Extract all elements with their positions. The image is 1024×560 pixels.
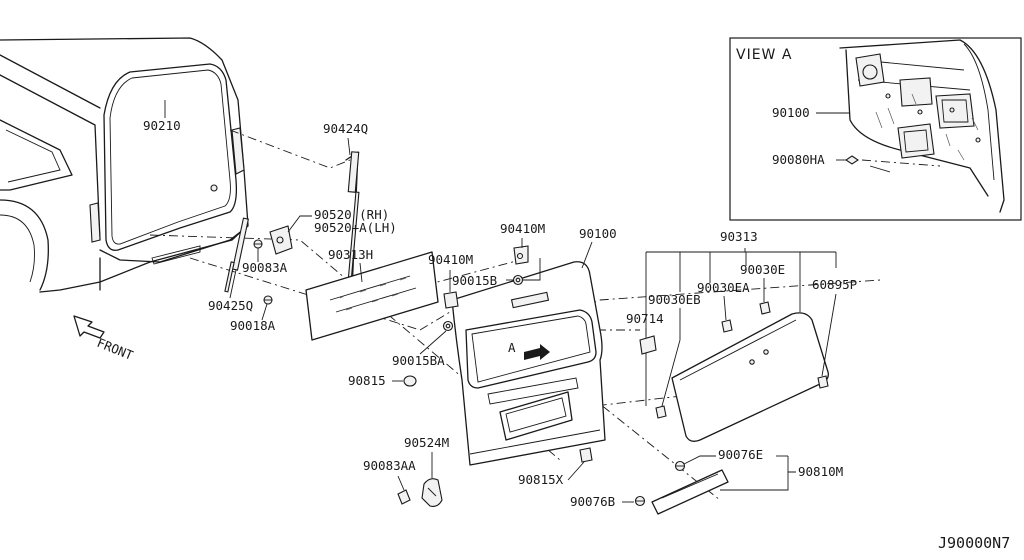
view-a-inset [729,37,1022,221]
label-90524M: 90524M [404,435,449,450]
label-90714: 90714 [626,311,664,326]
label-90030E: 90030E [740,262,785,277]
vehicle-body [0,37,249,293]
label-90030EA: 90030EA [697,280,750,295]
label-90076B: 90076B [570,494,615,509]
nut-90015B [512,274,524,286]
clip-90030E [759,301,771,315]
label-90810M: 90810M [798,464,843,479]
label-90520-lh: 90520+A(LH) [314,220,397,235]
diagram-code: J90000N7 [938,534,1010,552]
seal-90714 [639,335,657,355]
label-90015B: 90015B [452,273,497,288]
bracket-90410M-top [513,245,529,265]
back-door-90100 [451,261,606,466]
hinge-90520 [269,225,293,255]
label-90100-main: 90100 [579,226,617,241]
gas-strut-90425Q [224,217,249,293]
nut-90015BA [442,320,454,332]
label-90815X: 90815X [518,472,564,487]
bolt-90083A [253,239,263,249]
label-90018A: 90018A [230,318,276,333]
label-90076E: 90076E [718,447,763,462]
label-90083A: 90083A [242,260,288,275]
view-a-marker: A [508,340,550,360]
label-90410M-left: 90410M [428,252,473,267]
label-90015BA: 90015BA [392,353,445,368]
bolt-90083AA [397,489,411,505]
trim-panel-90313 [671,312,829,442]
label-front: FRONT [95,335,136,363]
pad-90815X [579,447,593,463]
label-90815: 90815 [348,373,386,388]
clip-90030EB [655,405,667,419]
bracket-90410M-left [443,291,459,309]
label-90424Q: 90424Q [323,121,368,136]
label-90210: 90210 [143,118,181,133]
label-90313: 90313 [720,229,758,244]
clip-90030EA [721,319,733,333]
bolt-90018A [263,295,273,305]
label-90030EB: 90030EB [648,292,701,307]
view-a-title: VIEW A [736,47,792,63]
label-90520-rh: 90520 (RH) [314,207,389,222]
label-90083AA: 90083AA [363,458,416,473]
clip-90076E [674,460,686,472]
clip-90076B [634,495,646,507]
label-90100-view: 90100 [772,105,810,120]
finisher-90810M [651,469,729,515]
front-arrow-icon [73,315,105,339]
label-90080HA: 90080HA [772,152,825,167]
view-a-letter: A [508,340,516,355]
insulator-pad-90313H [305,251,439,341]
label-90313H: 90313H [328,247,373,262]
bumper-90815 [403,375,417,387]
label-60895P: 60895P [812,277,857,292]
label-90410M-top: 90410M [500,221,545,236]
label-90425Q: 90425Q [208,298,253,313]
latch-90524M [421,478,443,507]
clip-60895P [817,375,829,389]
